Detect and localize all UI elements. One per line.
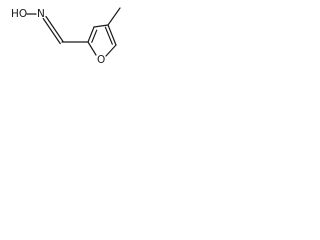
- structure-diagram: HO N O: [11, 7, 121, 66]
- atom-label-nitrogen: N: [37, 8, 45, 20]
- bond-methyl: [107, 7, 121, 26]
- bond-ring-c2-o1: [87, 41, 97, 56]
- bond-ring-c4-c3: [93, 24, 109, 28]
- bond-nitrogen-methine-b: [42, 17, 61, 45]
- bond-ring-c5-c4-b: [104, 26, 113, 45]
- bond-ring-c3-c2-b: [91, 29, 98, 43]
- bond-ring-o1-c5: [105, 44, 117, 57]
- bond-nitrogen-methine-a: [45, 15, 64, 43]
- bond-ring-c5-c4-a: [107, 24, 117, 46]
- bond-ring-c3-c2-a: [87, 26, 95, 43]
- atom-label-ring-oxygen: O: [97, 54, 105, 66]
- atom-label-hydroxyl: HO: [11, 8, 27, 20]
